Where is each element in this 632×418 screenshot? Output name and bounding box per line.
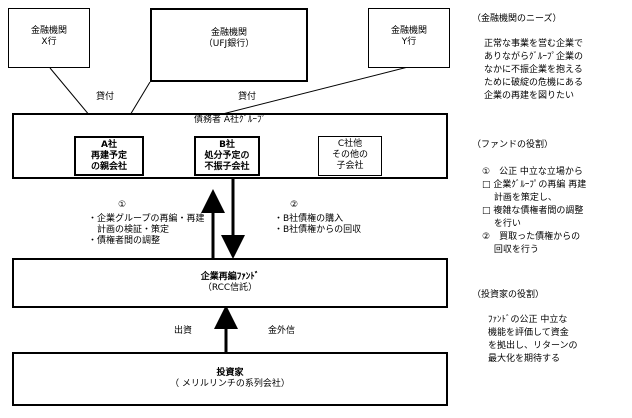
needs-text: 正常な事業を営む企業で ありながらｸﾞﾙｰﾌﾟ企業の なかに不振企業を抱える た…	[484, 38, 583, 103]
fund-role-line-4: □ 複雑な債権者間の調整	[482, 206, 584, 216]
investor-role-line-2: 機能を評価して資金	[488, 328, 569, 338]
flow-right-line-2: ・B社債権からの回収	[274, 225, 362, 235]
fund-role-line-5: を行い	[482, 219, 521, 229]
flow-right-number: ②	[289, 200, 299, 210]
flow-right-text: ・B社債権の購入 ・B社債権からの回収	[274, 214, 361, 236]
bank-x-box: 金融機関 X行	[8, 8, 90, 68]
loan-label-left: 貸付	[96, 92, 115, 102]
company-b-line-1: B社	[219, 140, 235, 150]
needs-line-5: 企業の再建を図りたい	[484, 91, 575, 101]
fund-role-text: ① 公正 中立な立場から □ 企業ｸﾞﾙｰﾌﾟの再編 再建 計画を策定し、 □ …	[482, 166, 586, 257]
company-a-line-3: の親会社	[90, 162, 127, 172]
needs-line-2: ありながらｸﾞﾙｰﾌﾟ企業の	[484, 52, 584, 62]
bank-ufj-line-1: 金融機関	[210, 28, 247, 38]
bank-ufj-line-2: （UFJ銀行）	[203, 39, 255, 49]
flow-left-number: ①	[117, 200, 127, 210]
fund-title: 企業再編ﾌｧﾝﾄﾞ	[200, 272, 260, 282]
bank-y-box: 金融機関 Y行	[368, 8, 450, 68]
bank-y-line-2: Y行	[401, 37, 417, 47]
company-b-box: B社 処分予定の 不振子会社	[194, 136, 260, 176]
company-a-line-1: A社	[101, 140, 117, 150]
investor-role-heading: （投資家の役割）	[472, 290, 545, 300]
bank-y-line-1: 金融機関	[390, 26, 427, 36]
flow-left-line-2: 計画の検証・策定	[88, 225, 170, 235]
investor-role-line-4: 最大化を期待する	[488, 354, 561, 364]
needs-line-4: ために破綻の危機にある	[484, 78, 584, 88]
company-a-box: A社 再建予定 の親会社	[74, 136, 144, 176]
fund-role-line-2: □ 企業ｸﾞﾙｰﾌﾟの再編 再建	[482, 180, 587, 190]
loan-label-right: 貸付	[238, 92, 257, 102]
company-b-line-2: 処分予定の	[204, 151, 250, 161]
bank-x-line-2: X行	[41, 37, 57, 47]
company-c-box: C社他 その他の 子会社	[318, 136, 382, 176]
needs-line-1: 正常な事業を営む企業で	[484, 39, 584, 49]
investor-role-line-1: ﾌｧﾝﾄﾞの公正 中立な	[488, 315, 568, 325]
fund-role-line-1: ① 公正 中立な立場から	[482, 167, 583, 177]
flow-left-line-3: ・債権者間の調整	[88, 236, 161, 246]
investment-label: 出資	[174, 326, 193, 336]
company-c-line-2: その他の	[331, 150, 368, 160]
fund-subtitle: （RCC信託）	[202, 283, 258, 293]
investor-subtitle: （ メリルリンチの系列会社）	[170, 379, 290, 389]
bank-x-line-1: 金融機関	[30, 26, 67, 36]
investor-title: 投資家	[216, 368, 244, 378]
company-a-line-2: 再建予定	[90, 151, 127, 161]
company-b-line-3: 不振子会社	[204, 162, 250, 172]
other-credit-label: 金外信	[268, 326, 296, 336]
flow-left-text: ・企業グループの再編・再建 計画の検証・策定 ・債権者間の調整	[88, 214, 204, 247]
fund-box: 企業再編ﾌｧﾝﾄﾞ （RCC信託）	[12, 258, 448, 308]
debtor-group-title: 債務者 A社ｸﾞﾙｰﾌﾟ	[193, 115, 267, 125]
fund-role-line-7: 回収を行う	[482, 245, 539, 255]
fund-role-line-6: ② 買取った債権からの	[482, 232, 581, 242]
company-c-line-3: 子会社	[336, 161, 364, 171]
fund-role-line-3: 計画を策定し、	[482, 193, 557, 203]
needs-heading: （金融機関のニーズ）	[472, 14, 562, 24]
flow-right-line-1: ・B社債権の購入	[274, 214, 344, 224]
bank-ufj-box: 金融機関 （UFJ銀行）	[150, 8, 308, 82]
investor-box: 投資家 （ メリルリンチの系列会社）	[12, 352, 448, 406]
investor-role-line-3: を拠出し、リターンの	[488, 341, 578, 351]
needs-line-3: なかに不振企業を抱える	[484, 65, 583, 75]
flow-left-line-1: ・企業グループの再編・再建	[88, 214, 205, 224]
fund-role-heading: （ファンドの役割）	[472, 140, 554, 150]
investor-role-text: ﾌｧﾝﾄﾞの公正 中立な 機能を評価して資金 を拠出し、リターンの 最大化を期待…	[488, 314, 578, 366]
company-c-line-1: C社他	[337, 139, 363, 149]
